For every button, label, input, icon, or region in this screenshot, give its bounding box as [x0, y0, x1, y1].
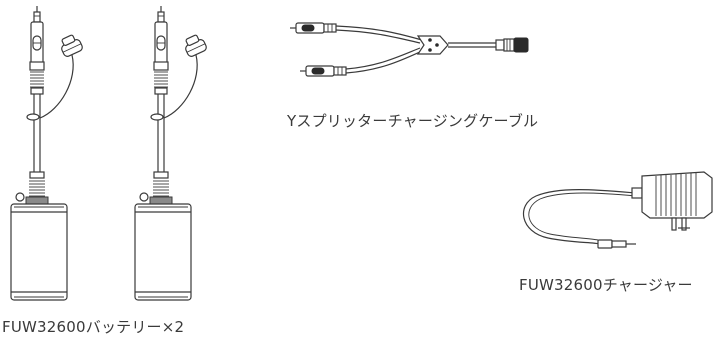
battery-pack-illustration-1 — [10, 5, 85, 301]
battery-pack-illustration-2 — [134, 5, 209, 301]
charger-caption: FUW32600チャージャー — [519, 276, 693, 294]
y-splitter-cable-illustration — [290, 22, 529, 77]
batteries-caption: FUW32600バッテリー×2 — [2, 318, 185, 336]
splitter-cable-caption: Yスプリッターチャージングケーブル — [287, 112, 539, 130]
wall-charger-illustration — [522, 171, 713, 249]
